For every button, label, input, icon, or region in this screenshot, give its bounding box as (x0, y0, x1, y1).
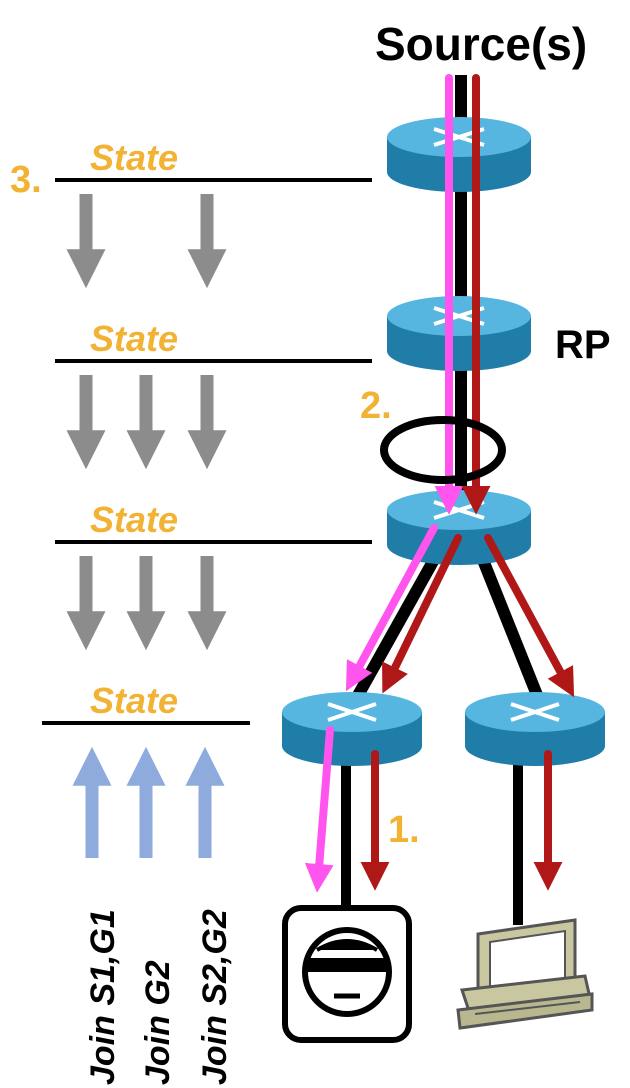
state-label: State (90, 318, 178, 359)
router-bottom-right (465, 692, 605, 766)
step-2-label: 2. (360, 385, 392, 427)
state-propagation-arrows (66, 194, 227, 651)
join-s2-g2-label: Join S2,G2 (196, 909, 234, 1085)
magenta-flow (304, 74, 464, 893)
join-arrows (72, 746, 225, 858)
step-1-label: 1. (388, 809, 420, 851)
router-icon (327, 702, 377, 722)
router-middle (387, 490, 531, 565)
join-s1-g1-label: Join S1,G1 (84, 909, 122, 1085)
computer-receiver-icon (456, 918, 594, 1030)
rp-label: RP (555, 323, 611, 367)
router-rp (387, 296, 531, 371)
step-3-label: 3. (10, 159, 42, 201)
phone-receiver-icon (282, 905, 412, 1043)
join-g2-label: Join G2 (139, 960, 177, 1085)
router-bottom-left (282, 692, 422, 766)
darkred-flow (360, 74, 575, 891)
state-label: State (90, 137, 178, 178)
state-label: State (90, 680, 178, 721)
interface-ellipse (380, 416, 506, 484)
source-label: Source(s) (375, 18, 587, 70)
router-icon (510, 702, 560, 722)
router-top (387, 117, 531, 192)
state-label: State (90, 499, 178, 540)
